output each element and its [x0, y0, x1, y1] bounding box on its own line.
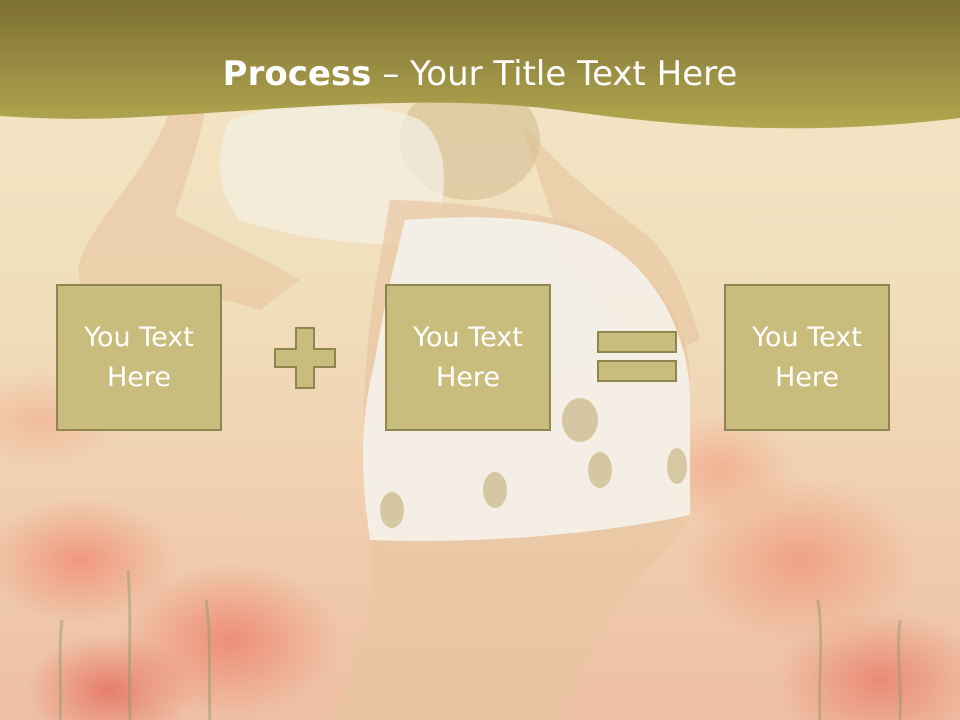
plus-icon — [274, 327, 336, 394]
title-separator: – — [371, 54, 411, 94]
process-box-3[interactable]: You Text Here — [724, 284, 890, 431]
process-box-2-text: You Text Here — [413, 321, 523, 393]
title-bold: Process — [222, 54, 372, 94]
process-box-1[interactable]: You Text Here — [56, 284, 222, 431]
process-box-3-text: You Text Here — [752, 321, 862, 393]
process-box-1-text: You Text Here — [84, 321, 194, 393]
page-title: Process – Your Title Text Here — [0, 52, 960, 96]
equals-icon — [597, 331, 677, 388]
title-band-shape — [0, 0, 960, 129]
process-box-2[interactable]: You Text Here — [385, 284, 551, 431]
title-rest: Your Title Text Here — [410, 54, 738, 94]
title-band: Process – Your Title Text Here — [0, 0, 960, 140]
